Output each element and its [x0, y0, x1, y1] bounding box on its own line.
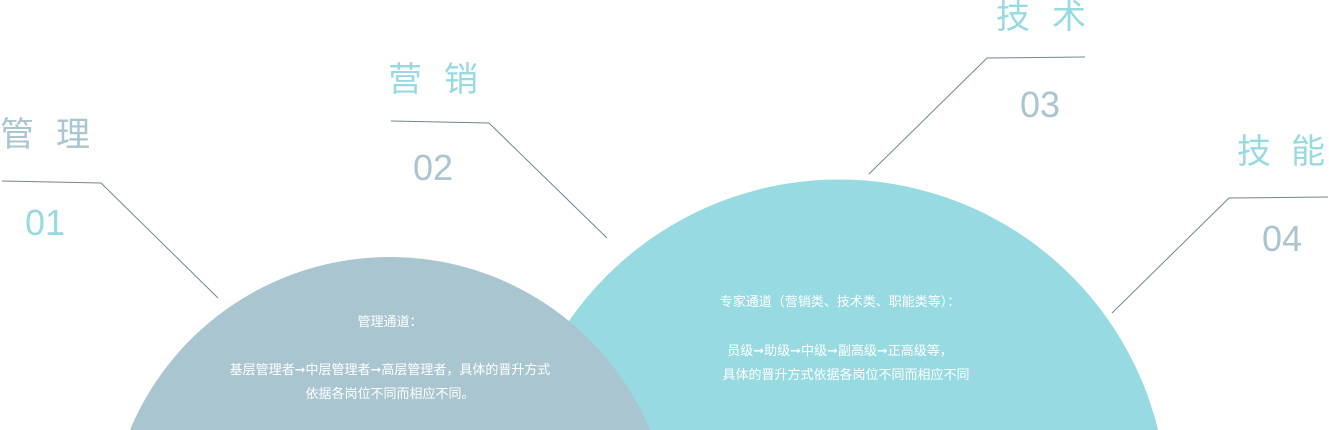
management-text-line1: 基层管理者➞中层管理者➞高层管理者，具体的晋升方式 [229, 363, 551, 378]
expert-text-line2: 具体的晋升方式依据各岗位不同而相应不同 [722, 368, 970, 383]
connector-line-04 [1111, 196, 1329, 314]
label-number-02: 02 [413, 147, 454, 188]
label-title-marketing: 营销 [388, 60, 500, 100]
label-number-03: 03 [1020, 84, 1061, 125]
label-number-01: 01 [25, 202, 66, 243]
expert-semicircle [519, 179, 1159, 430]
label-title-management: 管理 [0, 115, 112, 155]
label-title-technology: 技术 [996, 0, 1108, 37]
label-title-skills: 技能 [1237, 132, 1329, 172]
management-semicircle [129, 256, 651, 430]
connector-line-03 [868, 56, 1086, 175]
management-heading: 管理通道： [357, 315, 423, 330]
label-number-04: 04 [1262, 218, 1303, 259]
expert-text-line1: 员级➞助级➞中级➞副高级➞正高级等， [727, 344, 953, 359]
connector-line-02 [390, 120, 608, 239]
management-text-line2: 依据各岗位不同而相应不同。 [305, 387, 475, 402]
connector-line-01 [1, 180, 219, 299]
expert-heading: 专家通道（营销类、技术类、职能类等）： [719, 295, 961, 310]
